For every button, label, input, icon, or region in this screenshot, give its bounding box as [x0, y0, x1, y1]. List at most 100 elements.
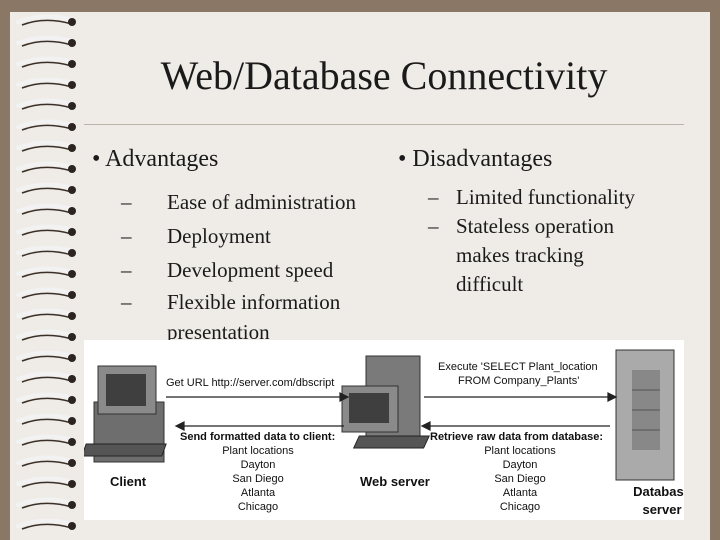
binding-hole	[68, 144, 76, 152]
web-server-computer-icon	[341, 355, 430, 449]
web-server-label: Web server	[360, 474, 430, 489]
advantages-heading: • Advantages	[92, 146, 219, 172]
binding-ring	[16, 14, 74, 24]
binding-ring-shadow	[21, 187, 73, 194]
binding-hole	[68, 417, 76, 425]
binding-ring	[16, 476, 74, 486]
binding-ring	[16, 77, 74, 87]
binding-ring	[16, 140, 74, 150]
advantages-heading-text: Advantages	[105, 146, 219, 172]
web-database-diagram: Get URL http://server.com/dbscript Execu…	[84, 340, 684, 520]
spiral-binding-decoration	[16, 14, 76, 530]
binding-hole	[68, 39, 76, 47]
binding-hole	[68, 333, 76, 341]
binding-ring	[16, 161, 74, 171]
binding-ring-shadow	[21, 397, 73, 404]
binding-hole	[68, 123, 76, 131]
binding-hole	[68, 270, 76, 278]
binding-hole	[68, 438, 76, 446]
binding-hole	[68, 249, 76, 257]
binding-hole	[68, 291, 76, 299]
binding-ring	[16, 182, 74, 192]
advantages-list: Ease of administration Deployment Develo…	[121, 185, 392, 347]
disadvantage-item: Stateless operation makes tracking diffi…	[428, 212, 648, 299]
binding-ring-shadow	[21, 40, 73, 47]
disadvantages-heading: • Disadvantages	[398, 146, 553, 172]
binding-ring	[16, 245, 74, 255]
binding-ring-shadow	[21, 334, 73, 341]
disadvantages-column: • Disadvantages Limited functionality St…	[398, 146, 698, 299]
binding-ring	[16, 329, 74, 339]
binding-hole	[68, 102, 76, 110]
binding-ring	[16, 308, 74, 318]
client-label: Client	[110, 474, 147, 489]
advantage-item: Ease of administration	[121, 185, 392, 219]
binding-ring-shadow	[21, 376, 73, 383]
retrieve-list-item: Chicago	[500, 501, 540, 513]
binding-ring	[16, 434, 74, 444]
send-list-item: Atlanta	[241, 487, 276, 499]
binding-ring-shadow	[21, 523, 73, 530]
binding-hole	[68, 207, 76, 215]
database-server-icon	[615, 349, 675, 481]
retrieve-header: Retrieve raw data from database:	[430, 431, 603, 443]
database-server-label-line2: server	[642, 502, 681, 517]
send-list-item: San Diego	[232, 473, 283, 485]
send-list-item: Plant locations	[222, 445, 294, 457]
advantage-item: Deployment	[121, 219, 392, 253]
binding-hole	[68, 60, 76, 68]
disadvantages-list: Limited functionality Stateless operatio…	[428, 183, 648, 299]
binding-ring-shadow	[21, 208, 73, 215]
binding-hole	[68, 354, 76, 362]
raw-data-arrow	[420, 421, 610, 431]
binding-ring	[16, 287, 74, 297]
binding-ring	[16, 56, 74, 66]
query-arrow	[424, 392, 618, 402]
binding-hole	[68, 480, 76, 488]
disadvantages-heading-text: Disadvantages	[412, 146, 553, 172]
binding-ring	[16, 119, 74, 129]
advantage-item: Development speed	[121, 253, 392, 287]
binding-hole	[68, 228, 76, 236]
client-computer-icon	[84, 365, 167, 463]
binding-hole	[68, 396, 76, 404]
binding-ring-shadow	[21, 166, 73, 173]
binding-ring	[16, 224, 74, 234]
retrieve-list-item: Atlanta	[503, 487, 538, 499]
send-header: Send formatted data to client:	[180, 431, 335, 443]
binding-ring-shadow	[21, 145, 73, 152]
binding-ring-shadow	[21, 124, 73, 131]
request-text: Get URL http://server.com/dbscript	[166, 377, 334, 389]
binding-ring-shadow	[21, 460, 73, 467]
binding-ring-shadow	[21, 61, 73, 68]
binding-hole	[68, 501, 76, 509]
binding-ring	[16, 455, 74, 465]
binding-ring	[16, 413, 74, 423]
binding-hole	[68, 186, 76, 194]
response-arrow	[174, 421, 344, 431]
disadvantage-item: Limited functionality	[428, 183, 648, 212]
slide-title: Web/Database Connectivity	[160, 53, 608, 98]
binding-ring-shadow	[21, 313, 73, 320]
request-arrow	[166, 392, 350, 402]
binding-ring	[16, 35, 74, 45]
binding-ring	[16, 203, 74, 213]
binding-ring-shadow	[21, 229, 73, 236]
binding-hole	[68, 375, 76, 383]
binding-hole	[68, 18, 76, 26]
send-list-item: Dayton	[241, 459, 276, 471]
title-divider	[84, 124, 684, 125]
database-server-label-line1: Database	[633, 484, 684, 499]
retrieve-list-item: Plant locations	[484, 445, 556, 457]
binding-ring	[16, 518, 74, 528]
binding-ring-shadow	[21, 502, 73, 509]
binding-hole	[68, 459, 76, 467]
binding-ring-shadow	[21, 355, 73, 362]
binding-ring-shadow	[21, 103, 73, 110]
binding-ring	[16, 350, 74, 360]
binding-ring	[16, 371, 74, 381]
binding-ring	[16, 98, 74, 108]
binding-ring-shadow	[21, 82, 73, 89]
sql-line-2: FROM Company_Plants'	[458, 375, 579, 387]
advantages-column: • Advantages Ease of administration Depl…	[92, 146, 392, 347]
